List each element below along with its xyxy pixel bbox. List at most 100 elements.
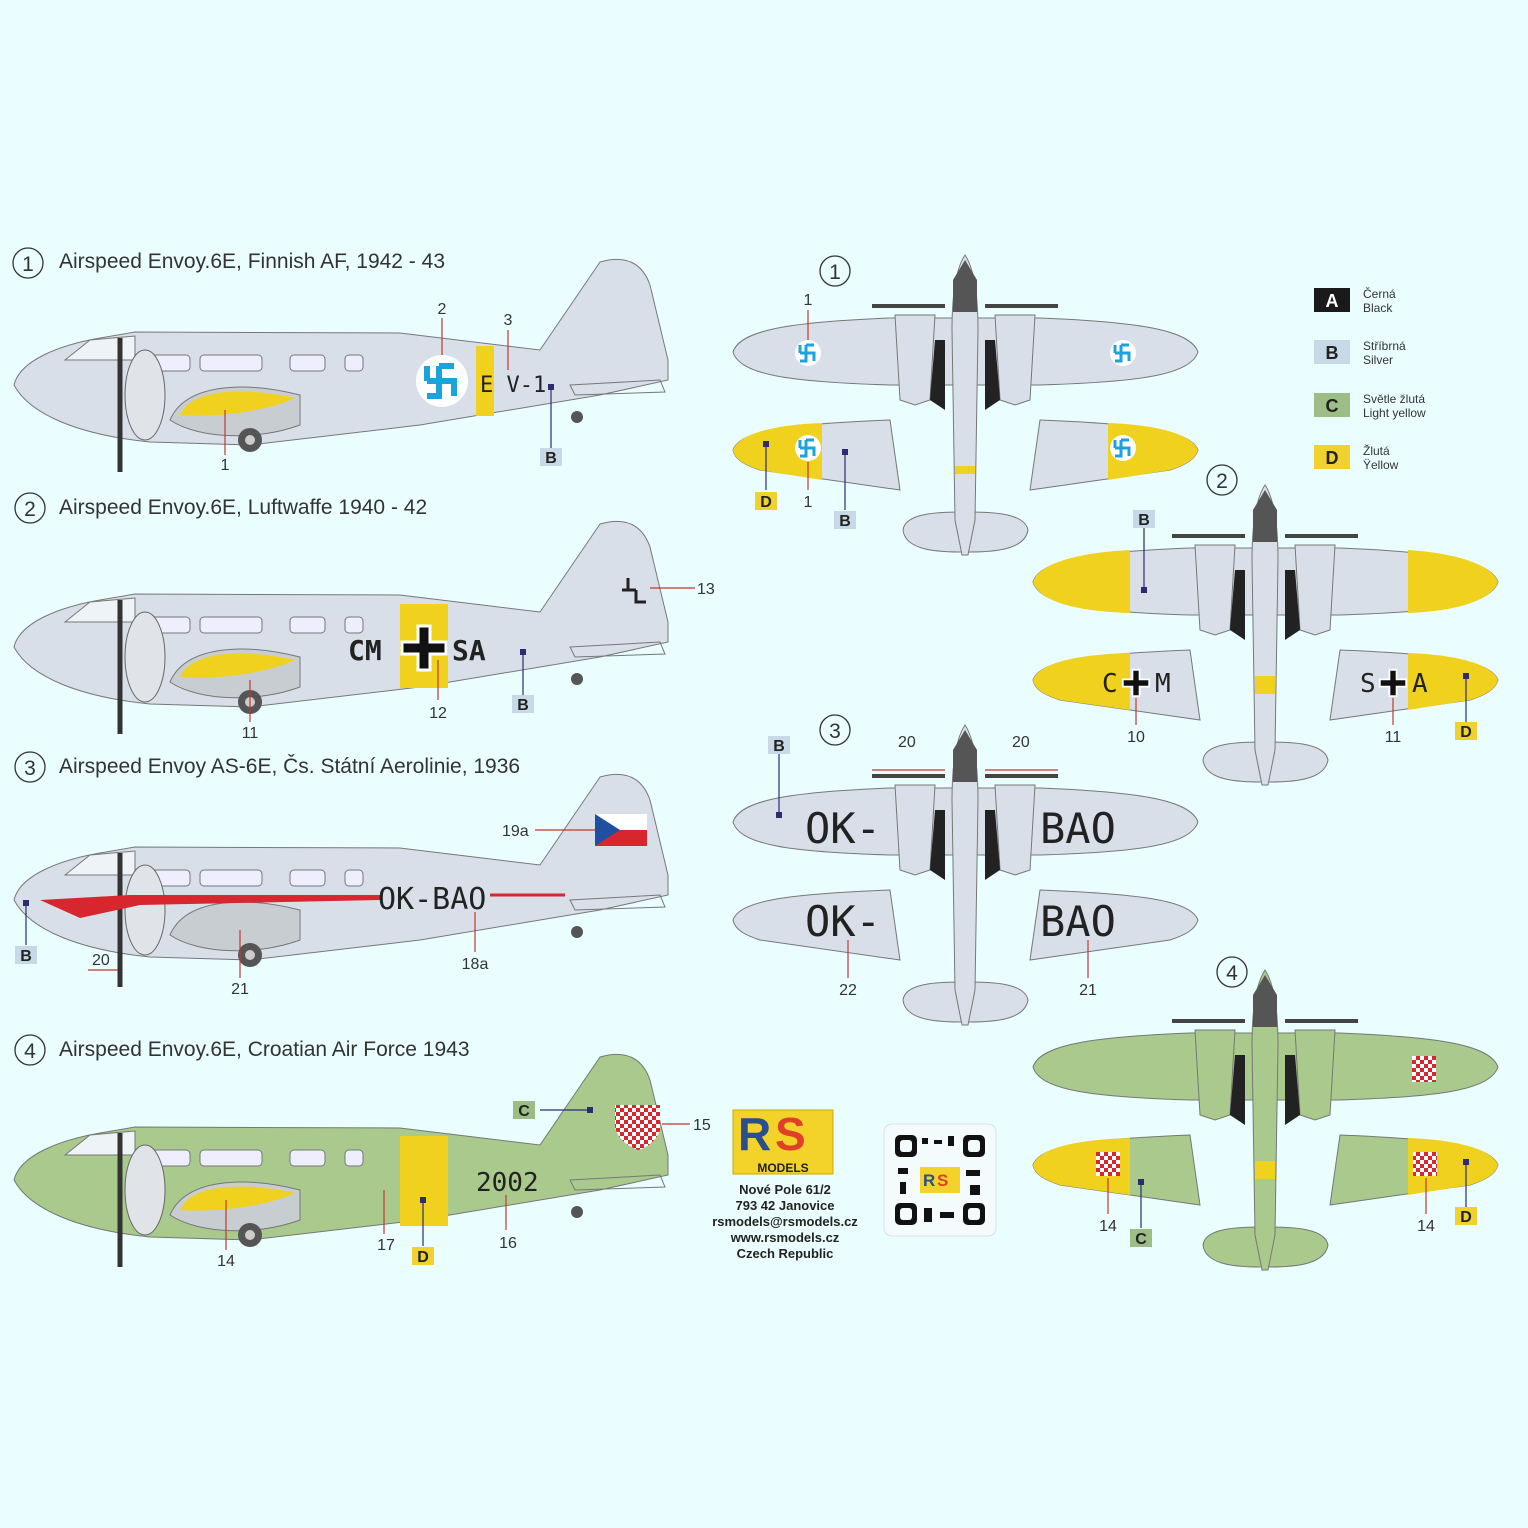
czech-flag bbox=[595, 814, 647, 846]
callout: 3 bbox=[504, 312, 513, 329]
website-link[interactable]: www.rsmodels.cz bbox=[730, 1230, 840, 1245]
view-index: 1 bbox=[829, 261, 841, 284]
svg-text:Black: Black bbox=[1363, 301, 1393, 315]
color-badge-b: B bbox=[512, 695, 534, 714]
svg-text:D: D bbox=[1460, 1209, 1472, 1226]
svg-text:B: B bbox=[20, 948, 32, 965]
email-link[interactable]: rsmodels@rsmodels.cz bbox=[712, 1214, 858, 1229]
view-index: 3 bbox=[829, 720, 841, 743]
view-index: 4 bbox=[1226, 962, 1238, 985]
color-badge-b: B bbox=[540, 448, 562, 467]
callout: 15 bbox=[693, 1117, 711, 1134]
svg-text:Ÿellow: Ÿellow bbox=[1363, 458, 1399, 472]
svg-text:Stříbrná: Stříbrná bbox=[1363, 339, 1406, 353]
callout: 19a bbox=[502, 823, 529, 840]
svg-text:C: C bbox=[1326, 396, 1339, 416]
profile-title: Airspeed Envoy.6E, Croatian Air Force 19… bbox=[59, 1038, 470, 1061]
svg-text:Czech Republic: Czech Republic bbox=[737, 1246, 834, 1261]
svg-text:B: B bbox=[839, 513, 851, 530]
rs-models-logo: R S MODELS bbox=[732, 1108, 834, 1175]
callout: 1 bbox=[804, 494, 813, 511]
top-view-4: 4 14 14 C D bbox=[1031, 956, 1500, 1272]
svg-text:B: B bbox=[1138, 512, 1150, 529]
profile-title: Airspeed Envoy.6E, Luftwaffe 1940 - 42 bbox=[59, 496, 427, 519]
color-badge-b: B bbox=[768, 736, 790, 755]
callout: 1 bbox=[221, 457, 230, 474]
registration-marking: 2002 bbox=[476, 1168, 539, 1198]
svg-text:R: R bbox=[923, 1171, 935, 1190]
color-badge-b: B bbox=[1133, 510, 1155, 529]
color-badge-c: C bbox=[513, 1101, 535, 1120]
profile-1: 1 Airspeed Envoy.6E, Finnish AF, 1942 - … bbox=[13, 247, 668, 474]
wing-registration: OK- bbox=[805, 804, 881, 853]
svg-text:M: M bbox=[1155, 669, 1171, 699]
profile-index: 2 bbox=[24, 498, 36, 521]
croatian-shield bbox=[615, 1105, 660, 1150]
callout: 1 bbox=[804, 292, 813, 309]
svg-text:D: D bbox=[1326, 448, 1339, 468]
svg-text:Černá: Černá bbox=[1363, 286, 1396, 301]
profile-index: 3 bbox=[24, 757, 36, 780]
color-badge-d: D bbox=[755, 492, 777, 511]
svg-text:A: A bbox=[1412, 669, 1428, 699]
code-left: CM bbox=[348, 634, 382, 667]
callout: 21 bbox=[231, 981, 249, 998]
callout: 17 bbox=[377, 1237, 395, 1254]
svg-text:S: S bbox=[1360, 669, 1376, 699]
aircraft-top-view bbox=[1031, 483, 1500, 787]
svg-text:Světle žlutá: Světle žlutá bbox=[1363, 392, 1425, 406]
callout: 16 bbox=[499, 1235, 517, 1252]
svg-text:793 42 Janovice: 793 42 Janovice bbox=[735, 1198, 834, 1213]
color-badge-b: B bbox=[15, 946, 37, 965]
callout: 20 bbox=[92, 952, 110, 969]
svg-text:R: R bbox=[738, 1108, 771, 1160]
svg-text:S: S bbox=[775, 1108, 806, 1160]
svg-text:C: C bbox=[1102, 669, 1118, 699]
svg-text:D: D bbox=[417, 1249, 429, 1266]
aircraft-side-view bbox=[14, 521, 668, 734]
top-view-2: 2 C M S A 10 11 B D bbox=[1031, 464, 1500, 787]
wheel-spat-yellow bbox=[180, 391, 295, 416]
callout: 2 bbox=[438, 301, 447, 318]
color-badge-d: D bbox=[412, 1247, 434, 1266]
code-right: SA bbox=[452, 634, 486, 667]
profile-index: 1 bbox=[22, 253, 34, 276]
color-badge-d: D bbox=[1455, 1207, 1477, 1226]
cheatline bbox=[40, 895, 380, 918]
svg-text:Light yellow: Light yellow bbox=[1363, 406, 1426, 420]
profile-index: 4 bbox=[24, 1040, 36, 1063]
aircraft-side-view bbox=[14, 774, 668, 987]
callout: 14 bbox=[1099, 1218, 1117, 1235]
profile-title: Airspeed Envoy.6E, Finnish AF, 1942 - 43 bbox=[59, 250, 445, 273]
finnish-roundel bbox=[416, 355, 468, 407]
profile-2: 2 Airspeed Envoy.6E, Luftwaffe 1940 - 42… bbox=[14, 492, 715, 742]
callout: 10 bbox=[1127, 729, 1145, 746]
callout: 12 bbox=[429, 705, 447, 722]
svg-text:B: B bbox=[1326, 343, 1339, 363]
callout: 13 bbox=[697, 581, 715, 598]
aircraft-side-view bbox=[14, 1054, 668, 1267]
svg-text:Nové Pole 61/2: Nové Pole 61/2 bbox=[739, 1182, 831, 1197]
callout: 22 bbox=[839, 982, 857, 999]
view-index: 2 bbox=[1216, 470, 1228, 493]
svg-text:MODELS: MODELS bbox=[757, 1161, 808, 1175]
svg-text:S: S bbox=[937, 1171, 948, 1190]
svg-text:Silver: Silver bbox=[1363, 353, 1393, 367]
top-view-3: 3 OK- BAO OK- BAO 20 20 22 21 B bbox=[731, 714, 1200, 1027]
profile-4: 4 Airspeed Envoy.6E, Croatian Air Force … bbox=[14, 1034, 711, 1270]
svg-text:Žlutá: Žlutá bbox=[1363, 443, 1390, 458]
color-badge-b: B bbox=[834, 511, 856, 530]
wing-registration: BAO bbox=[1040, 897, 1116, 946]
callout: 21 bbox=[1079, 982, 1097, 999]
top-view-1: 1 1 1 D B bbox=[731, 253, 1200, 557]
svg-text:D: D bbox=[760, 494, 772, 511]
callout: 18a bbox=[462, 956, 489, 973]
registration-marking: OK-BAO bbox=[378, 882, 486, 917]
